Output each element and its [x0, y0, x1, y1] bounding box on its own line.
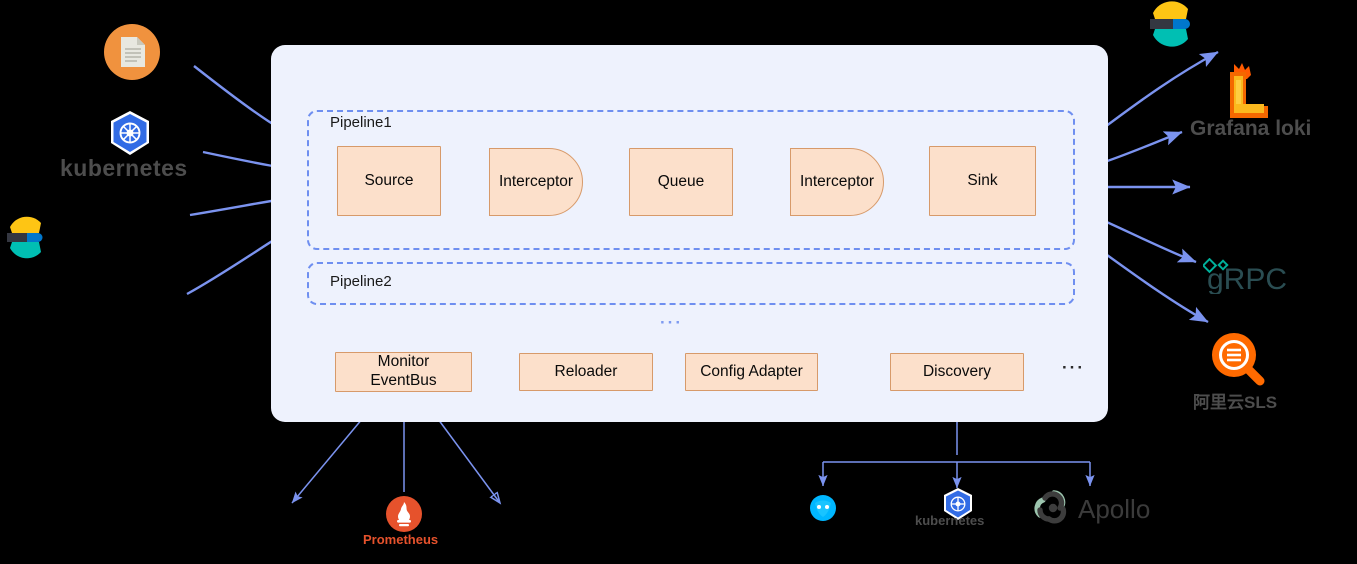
prometheus-icon: [386, 496, 422, 532]
kubernetes-label: kubernetes: [915, 513, 985, 528]
pipeline2-label: Pipeline2: [330, 273, 392, 290]
svg-text:gRPC: gRPC: [1207, 263, 1287, 294]
apollo-icon: [1034, 490, 1067, 524]
kubernetes-label: kubernetes: [60, 155, 188, 181]
node-source[interactable]: Source: [337, 146, 441, 216]
service-ellipsis: ···: [1062, 358, 1085, 377]
pipeline1-group[interactable]: [307, 110, 1075, 250]
elastic-icon: [1150, 1, 1190, 47]
apollo-label: Apollo: [1078, 494, 1151, 524]
loki-label: Grafana loki: [1190, 117, 1312, 140]
pipeline-ellipsis: ···: [660, 313, 683, 332]
node-interceptor-1[interactable]: Interceptor: [489, 148, 583, 216]
node-interceptor-2[interactable]: Interceptor: [790, 148, 884, 216]
pipeline2-group[interactable]: [307, 262, 1075, 305]
monitor-line-1: Monitor: [377, 353, 430, 371]
node-reloader[interactable]: Reloader: [519, 353, 653, 391]
sls-icon: [1212, 333, 1265, 386]
file-icon: [104, 24, 160, 80]
elastic-icon: [7, 216, 43, 259]
monitor-line-2: EventBus: [370, 372, 437, 389]
node-sink[interactable]: Sink: [929, 146, 1036, 216]
kubernetes-icon: [111, 111, 149, 155]
node-queue[interactable]: Queue: [629, 148, 733, 216]
nacos-icon: [810, 495, 836, 521]
pipeline1-label: Pipeline1: [330, 114, 392, 131]
kubernetes-icon: [944, 488, 972, 520]
sls-label: 阿里云SLS: [1193, 393, 1278, 412]
loki-icon: [1230, 63, 1268, 118]
node-config-adapter[interactable]: Config Adapter: [685, 353, 818, 391]
node-monitor-eventbus[interactable]: Monitor EventBus: [335, 352, 472, 392]
grpc-icon: gRPC: [1203, 258, 1287, 294]
prometheus-label: Prometheus: [363, 532, 439, 547]
node-discovery[interactable]: Discovery: [890, 353, 1024, 391]
